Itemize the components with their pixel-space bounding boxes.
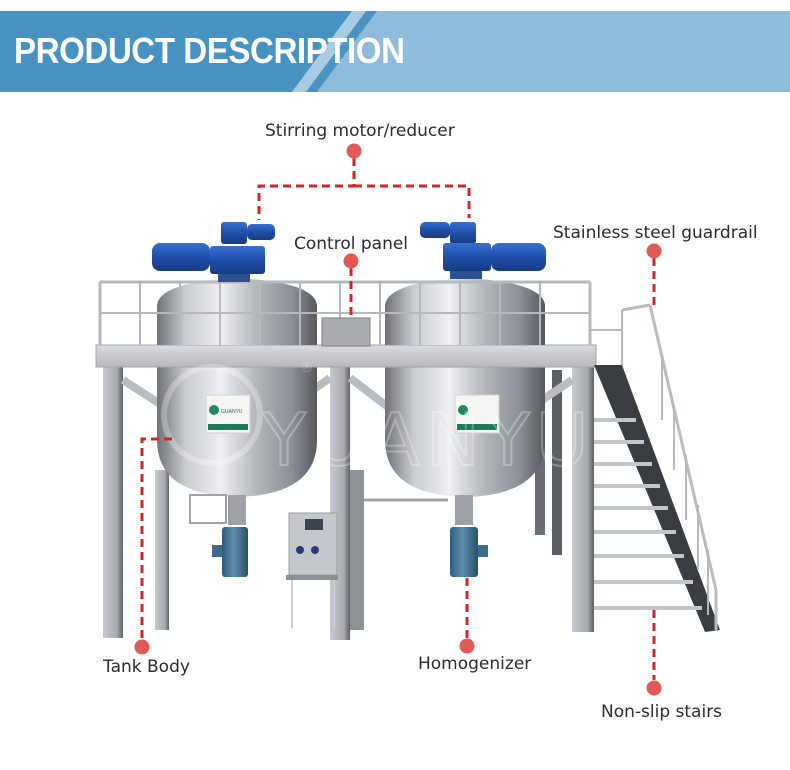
callout-dot-tank-body[interactable] (134, 639, 150, 655)
section-banner: PRODUCT DESCRIPTION (0, 11, 790, 92)
platform-beam (95, 344, 597, 368)
guardrail (98, 280, 651, 365)
callout-dot-homogenizer[interactable] (459, 638, 475, 654)
watermark-mark: ® (300, 360, 314, 376)
homogenizer-motor-right (450, 527, 478, 577)
nameplate-stripe (457, 424, 497, 430)
label-control-panel: Control panel (294, 234, 409, 254)
pipe-frame (189, 494, 227, 524)
leader-tank-body (140, 437, 172, 640)
nameplate-stripe (208, 424, 248, 430)
gearbox (210, 246, 265, 274)
motor-flange (218, 274, 250, 282)
control-cabinet (286, 512, 338, 628)
homogenizer-motor-left (222, 527, 248, 577)
tank-left-upper (157, 278, 317, 345)
reducer (221, 222, 247, 244)
leader-stirring-motor-left (257, 158, 356, 220)
label-guardrail: Stainless steel guardrail (553, 223, 758, 243)
landing-rail (621, 303, 651, 312)
stirring-motor-left (152, 222, 275, 282)
callout-dot-stirring-motor[interactable] (346, 143, 362, 159)
reducer (450, 222, 476, 244)
callout-dot-guardrail[interactable] (646, 243, 662, 259)
label-stirring-motor: Stirring motor/reducer (265, 121, 455, 141)
cabinet-screen (305, 519, 323, 530)
nameplate-logo (458, 405, 468, 415)
stair-balusters (661, 355, 709, 615)
watermark-text: YUANYU (261, 398, 594, 482)
leader-lines (140, 158, 656, 680)
watermark-ring (161, 364, 263, 466)
leader-stirring-motor-right (354, 184, 471, 218)
label-homogenizer: Homogenizer (418, 654, 532, 674)
callout-dots (134, 143, 662, 696)
page-title: PRODUCT DESCRIPTION (14, 30, 405, 71)
watermark: ® YUANYU (161, 360, 594, 483)
motor-terminal-box (478, 545, 488, 557)
valve-knob (311, 546, 319, 554)
valve-knob (296, 546, 304, 554)
bottom-valve (228, 495, 246, 525)
banner-background (0, 11, 790, 92)
banner-stripe-dark (306, 11, 377, 92)
nameplate-text: GUANYU (221, 409, 243, 415)
callout-dot-stairs[interactable] (646, 680, 662, 696)
frame-post (572, 360, 594, 632)
frame-post (103, 360, 123, 638)
label-stairs: Non-slip stairs (601, 702, 723, 722)
frame-post (350, 470, 364, 630)
reducer-motor (247, 224, 275, 240)
banner-stripe-light (292, 11, 366, 92)
stairs (594, 304, 720, 632)
banner-dark-panel (0, 11, 352, 92)
label-tank-body: Tank Body (103, 657, 190, 677)
motor-body (491, 243, 546, 271)
motor-body (152, 243, 210, 271)
motor-flange (450, 271, 482, 279)
bottom-valve (455, 495, 473, 525)
tank-left: GUANYU (157, 360, 317, 577)
frame-post (155, 470, 169, 630)
cabinet-shelf (286, 575, 338, 580)
nameplate-logo (209, 405, 219, 415)
deck-control-box (321, 317, 371, 347)
tank-right (364, 360, 545, 577)
motor-terminal-box (212, 545, 222, 557)
frame-post (552, 370, 562, 555)
tank-right-upper (385, 278, 545, 345)
gearbox (443, 243, 491, 271)
reducer-motor (420, 222, 450, 238)
stair-stringer (594, 365, 720, 632)
stirring-motor-right (420, 222, 546, 279)
stair-handrail (648, 304, 718, 591)
stair-treads (594, 418, 702, 610)
callout-dot-control-panel[interactable] (343, 253, 359, 269)
